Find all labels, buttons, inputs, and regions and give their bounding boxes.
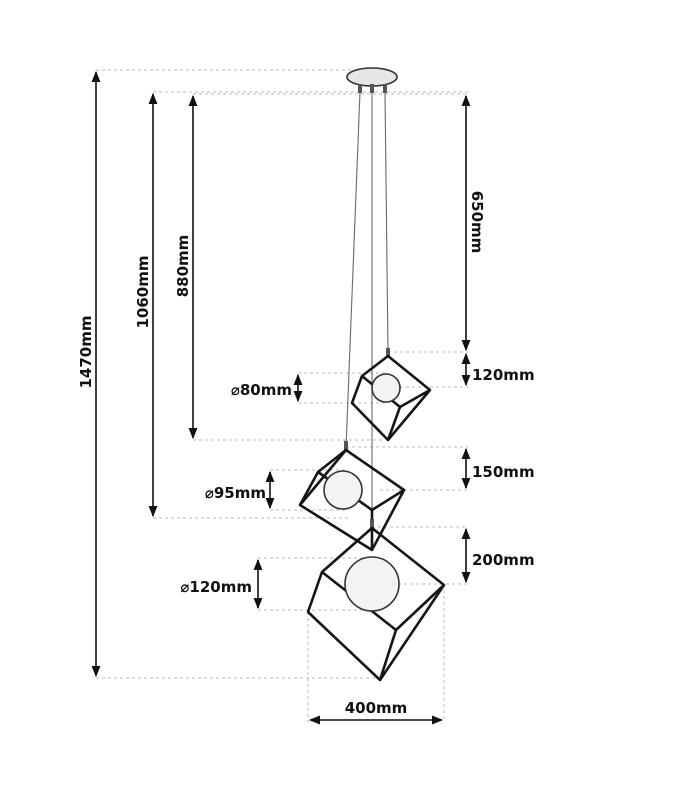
dimension-drop-right: 650mm — [461, 94, 486, 352]
large-globe — [344, 556, 400, 612]
dimension-cube-small: 120mm — [461, 352, 535, 387]
dimension-cube-medium: 150mm — [461, 447, 535, 490]
cables — [345, 91, 389, 527]
cube-small-label: 120mm — [472, 366, 535, 384]
medium-globe — [323, 470, 363, 510]
globe-small-label: ⌀80mm — [231, 381, 292, 399]
dimension-height-small: 880mm — [174, 94, 198, 440]
medium-cube-pendant — [298, 441, 406, 552]
dimension-globe-medium: ⌀95mm — [205, 470, 275, 510]
dimension-width: 400mm — [308, 699, 444, 725]
dimension-cube-large: 200mm — [461, 527, 535, 584]
large-cube-pendant — [306, 519, 446, 682]
cube-medium-label: 150mm — [472, 463, 535, 481]
guide-lines — [96, 69, 468, 722]
height-large-label: 1060mm — [134, 255, 152, 328]
small-cube-pendant — [350, 348, 432, 442]
total-height-label: 1470mm — [77, 315, 95, 388]
dimension-globe-large: ⌀120mm — [180, 558, 263, 610]
height-small-label: 880mm — [174, 235, 192, 298]
dimension-total-height: 1470mm — [77, 70, 101, 678]
width-label: 400mm — [345, 699, 408, 717]
globe-large-label: ⌀120mm — [180, 578, 252, 596]
globe-medium-label: ⌀95mm — [205, 484, 266, 502]
drop-right-label: 650mm — [468, 191, 486, 254]
cube-large-label: 200mm — [472, 551, 535, 569]
small-globe — [371, 373, 401, 403]
dimension-globe-small: ⌀80mm — [231, 373, 303, 403]
dimension-height-large: 1060mm — [134, 92, 158, 518]
ceiling-canopy — [346, 67, 398, 93]
